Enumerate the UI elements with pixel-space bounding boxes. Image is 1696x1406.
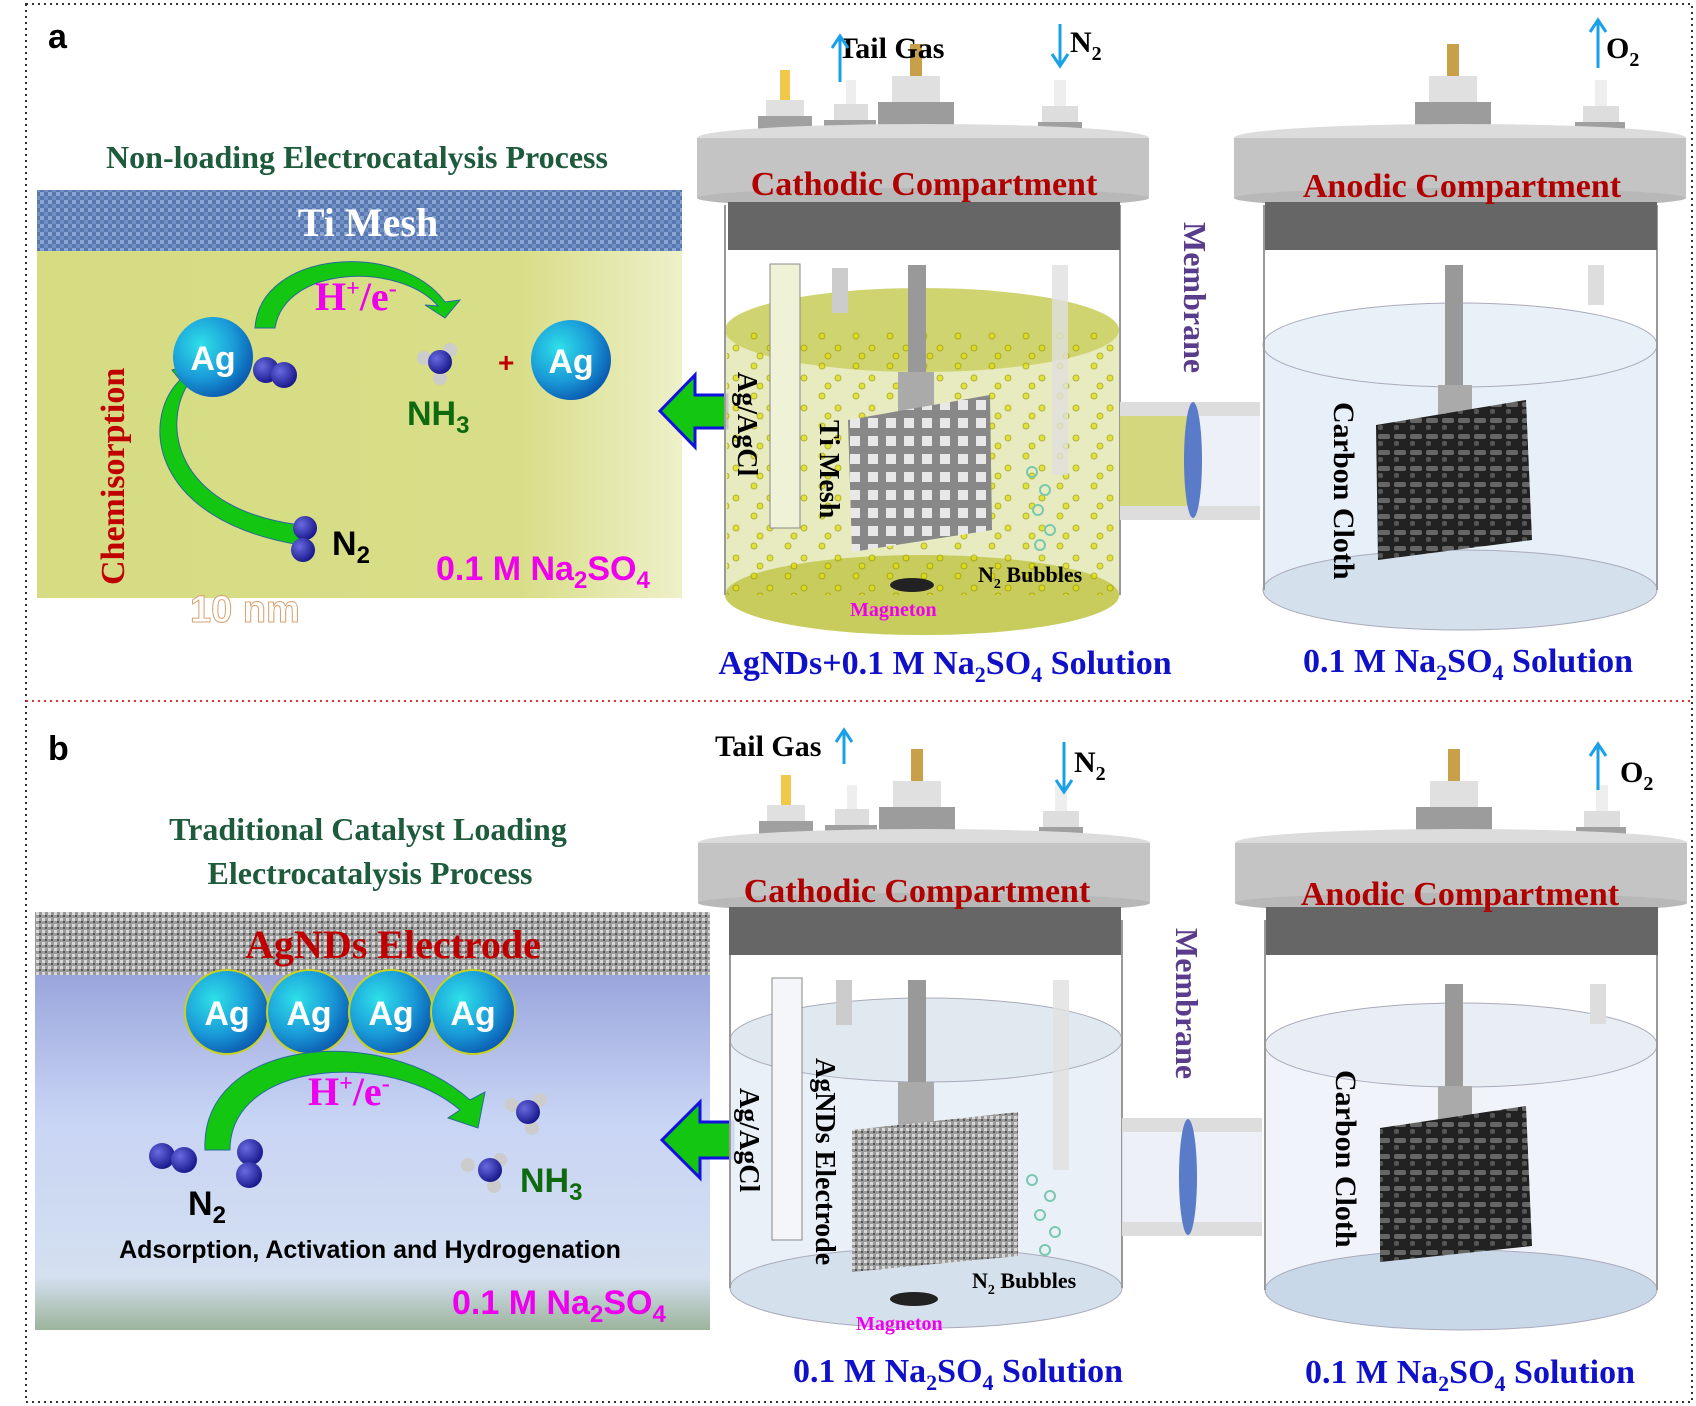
ag-label: Ag (286, 995, 331, 1033)
agnds-electrode (852, 1112, 1018, 1272)
n2-bubbles-label: N2 Bubbles (972, 1268, 1077, 1298)
tail-gas-label: Tail Gas (838, 32, 944, 65)
membrane-label: Membrane (1177, 222, 1213, 373)
reference-electrode (771, 977, 803, 1241)
plus-sign: + (498, 347, 514, 378)
ti-mesh-label: Ti Mesh (298, 200, 438, 245)
ag-label: Ag (204, 995, 249, 1033)
n2-bubbles-label: N2 Bubbles (978, 562, 1083, 592)
carbon-cloth-electrode (1380, 1106, 1532, 1262)
carbon-cloth-electrode (1376, 400, 1532, 560)
n2-molecule (291, 516, 317, 562)
panel-a: a Non-loading Electrocatalysis Process T… (37, 17, 1686, 687)
electrolyte-label: 0.1 M Na2SO4 (436, 550, 650, 594)
counter-electrode-label: Carbon Cloth (1327, 402, 1360, 580)
reference-electrode-label: Ag/AgCl (733, 1088, 764, 1192)
magnetic-stirrer (890, 1292, 938, 1306)
ag-particle: Ag (531, 320, 611, 400)
figure-frame (25, 3, 1693, 1403)
arrow-up-icon (1588, 741, 1608, 790)
panel-label-a: a (48, 18, 68, 56)
zoom-arrow (659, 1098, 735, 1182)
ti-mesh-electrode (848, 395, 992, 552)
nh3-molecule (461, 1093, 547, 1193)
membrane (1184, 402, 1202, 518)
chemisorption-label: Chemisorption (95, 368, 132, 585)
n2-label: N2 (188, 1185, 226, 1229)
arrow-down-icon (1050, 24, 1070, 69)
magneton-label: Magneton (850, 599, 937, 621)
cathode-solution-label: AgNDs+0.1 M Na2SO4 Solution (718, 645, 1171, 687)
cathode-cell (698, 749, 1150, 1329)
ag-label: Ag (548, 343, 593, 381)
ti-mesh-band (37, 190, 682, 251)
tail-gas-label: Tail Gas (715, 730, 821, 763)
zoom-arrow (657, 371, 729, 451)
reference-electrode-label: Ag/AgCl (731, 372, 762, 476)
ag-particle: Ag (173, 317, 253, 397)
anode-solution-label: 0.1 M Na2SO4 Solution (1303, 643, 1633, 685)
magnetic-stirrer (890, 578, 934, 592)
nh3-label: NH3 (520, 1162, 582, 1206)
ag-particle-row: Ag Ag Ag Ag (184, 969, 516, 1055)
electrolyte-area (37, 251, 682, 598)
cathodic-compartment-label: Cathodic Compartment (751, 166, 1098, 203)
electrolyte-label: 0.1 M Na2SO4 (452, 1284, 666, 1328)
n2-molecule-adsorbed (253, 357, 297, 388)
process-label: Adsorption, Activation and Hydrogenation (119, 1236, 621, 1264)
n2-label: N2 (332, 525, 370, 569)
hydrogenation-arrow (204, 1050, 486, 1151)
arrow-up-icon (830, 33, 850, 82)
cathodic-compartment-label: Cathodic Compartment (744, 873, 1091, 910)
proton-electron-label: H+/e- (308, 1069, 390, 1114)
magneton-label: Magneton (856, 1313, 943, 1335)
ag-label: Ag (450, 995, 495, 1033)
working-electrode-label: AgNDs Electrode (809, 1058, 840, 1265)
hydrogenation-arrow (254, 261, 462, 329)
anodic-compartment-label: Anodic Compartment (1301, 876, 1620, 913)
arrow-down-icon (1054, 742, 1074, 795)
o2-outlet-label: O2 (1606, 32, 1639, 71)
o2-outlet-label: O2 (1620, 756, 1653, 795)
counter-electrode-label: Carbon Cloth (1329, 1070, 1362, 1248)
reference-electrode (769, 263, 801, 529)
cathode-solution-label: 0.1 M Na2SO4 Solution (793, 1353, 1123, 1395)
panel-a-title: Non-loading Electrocatalysis Process (106, 139, 608, 175)
ag-label: Ag (190, 340, 235, 378)
scale-bar-label: 10 nm (190, 589, 300, 631)
panel-b-title-line1: Traditional Catalyst Loading (169, 811, 567, 847)
membrane-connector (1122, 1118, 1262, 1236)
anode-cell (1235, 749, 1687, 1331)
n2-inlet-label: N2 (1070, 26, 1102, 65)
agnds-electrode-band (35, 912, 710, 975)
anode-cell (1234, 44, 1686, 631)
working-electrode-label: Ti Mesh (813, 420, 844, 519)
panel-label-b: b (48, 730, 69, 768)
anode-solution-label: 0.1 M Na2SO4 Solution (1305, 1354, 1635, 1396)
anodic-compartment-label: Anodic Compartment (1303, 168, 1622, 205)
nh3-label: NH3 (407, 395, 469, 439)
nh3-molecule (417, 343, 457, 385)
panel-b: b Traditional Catalyst Loading Electroca… (35, 727, 1687, 1396)
membrane-label: Membrane (1169, 928, 1205, 1079)
agnds-electrode-label: AgNDs Electrode (245, 922, 541, 967)
n2-molecule (149, 1139, 263, 1188)
n2-inlet-label: N2 (1074, 746, 1106, 785)
panel-b-title-line2: Electrocatalysis Process (208, 855, 533, 891)
arrow-up-icon (834, 727, 854, 764)
membrane (1179, 1119, 1197, 1235)
membrane-connector (1120, 402, 1260, 520)
cathode-cell (697, 44, 1149, 636)
proton-electron-label: H+/e- (315, 274, 397, 319)
arrow-up-icon (1588, 17, 1608, 68)
ag-label: Ag (368, 995, 413, 1033)
